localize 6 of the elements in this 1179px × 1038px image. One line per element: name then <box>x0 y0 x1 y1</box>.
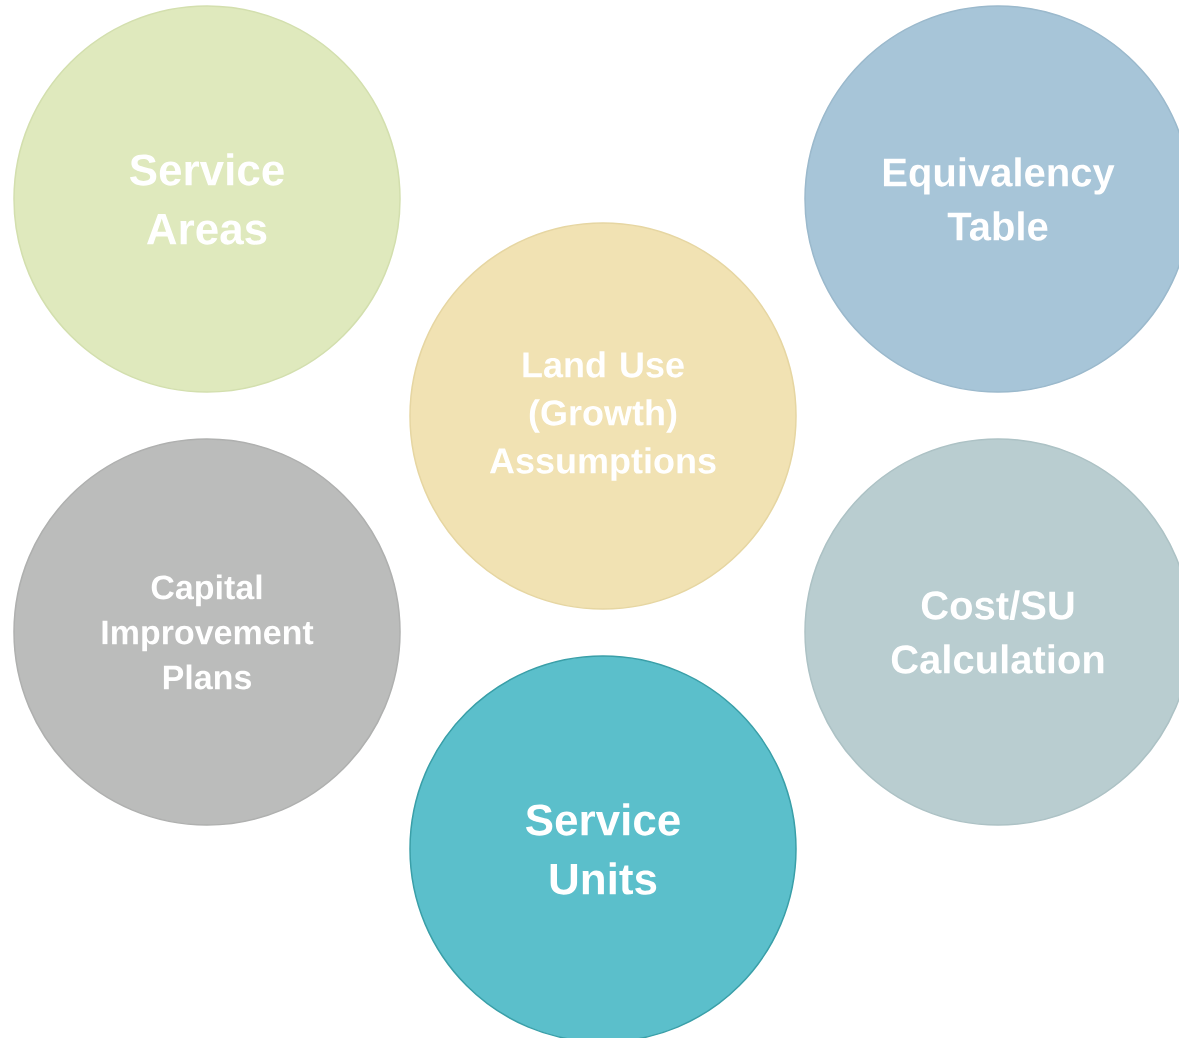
circle-node: Capital Improvement Plans <box>13 438 401 826</box>
circle-node: Land Use (Growth) Assumptions <box>409 222 797 610</box>
circle-node: Cost/SU Calculation <box>804 438 1179 826</box>
circle-node: Equivalency Table <box>804 5 1179 393</box>
circle-node: Service Units <box>409 655 797 1038</box>
circle-node: Service Areas <box>13 5 401 393</box>
